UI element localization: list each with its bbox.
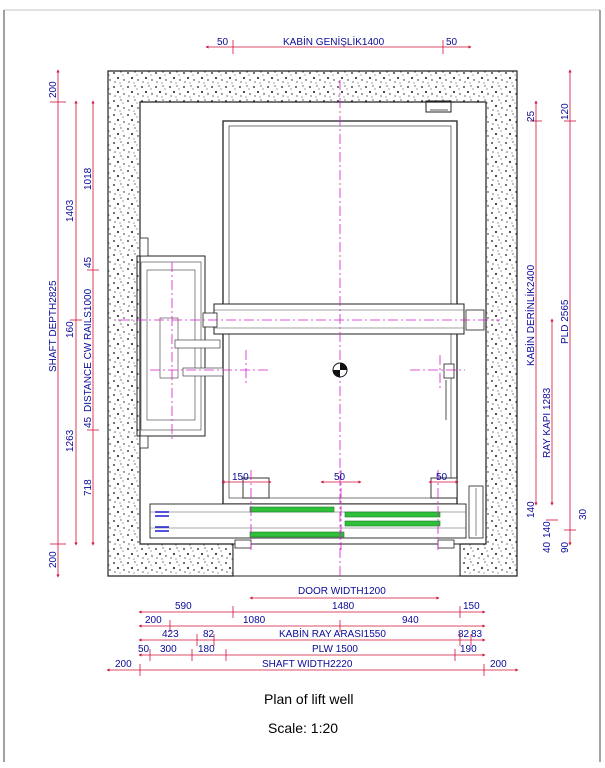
- drawing-scale: Scale: 1:20: [268, 720, 338, 736]
- dim-right-cabin-depth: KABİN DERİNLİK2400: [524, 264, 537, 366]
- dim-pld: PLD 2565: [560, 299, 571, 344]
- dim-cabin-width: KABİN GENİŞLİK1400: [283, 35, 385, 48]
- dim-right-120: 120: [560, 103, 571, 120]
- dim-left-200-bottom: 200: [48, 551, 59, 568]
- dim-row4-50: 50: [138, 644, 150, 655]
- dim-right-25: 25: [526, 110, 537, 122]
- dim-300: 300: [160, 644, 177, 655]
- dim-cw-rails: DISTANCE CW RAILS1000: [83, 288, 94, 412]
- page-frame: [3, 9, 601, 762]
- door-panels: [249, 506, 441, 538]
- dim-150: 150: [463, 601, 480, 612]
- dim-row2-200: 200: [145, 615, 162, 626]
- dim-inner-150: 150: [232, 472, 249, 483]
- dim-plw: PLW 1500: [312, 644, 358, 655]
- landing-recess: [232, 543, 461, 577]
- dim-left-45-bottom: 45: [83, 416, 94, 428]
- dim-1080: 1080: [243, 615, 266, 626]
- dim-row5-200a: 200: [115, 659, 132, 670]
- dim-shaft-width: SHAFT WIDTH2220: [262, 659, 353, 670]
- dim-ray-kapi: RAY KAPI 1283: [542, 387, 553, 458]
- dim-right-40: 40: [542, 541, 553, 553]
- dim-left-1018: 1018: [83, 167, 94, 190]
- dim-190: 190: [460, 644, 477, 655]
- dim-83: 83: [471, 629, 483, 640]
- dim-right-140a: 140: [526, 501, 537, 518]
- dim-1480: 1480: [332, 601, 355, 612]
- center-mark: [332, 362, 348, 378]
- dim-left-45-top: 45: [83, 256, 94, 268]
- dimension-labels: 50 KABİN GENİŞLİK1400 50 200 SHAFT DEPTH…: [48, 35, 589, 670]
- dim-top-left-gap: 50: [217, 37, 229, 48]
- dim-row5-200b: 200: [490, 659, 507, 670]
- dim-left-1263: 1263: [65, 429, 76, 452]
- dim-590: 590: [175, 601, 192, 612]
- dim-top-right-gap: 50: [446, 37, 458, 48]
- dim-right-140b: 140: [542, 521, 553, 538]
- guide-rail-beam: [202, 303, 485, 420]
- dim-180: 180: [198, 644, 215, 655]
- drawing-title: Plan of lift well: [264, 691, 353, 707]
- dim-right-90: 90: [560, 541, 571, 553]
- dim-cabin-rail: KABİN RAY ARASI1550: [279, 627, 386, 640]
- dimension-lines: [50, 40, 576, 676]
- dim-940: 940: [402, 615, 419, 626]
- counterweight-frame: [136, 237, 224, 449]
- dim-82b: 82: [458, 629, 470, 640]
- dim-423: 423: [162, 629, 179, 640]
- dim-left-718: 718: [83, 479, 94, 496]
- dim-left-200-top: 200: [48, 81, 59, 98]
- dim-left-1403: 1403: [65, 199, 76, 222]
- dim-left-160: 160: [65, 321, 76, 338]
- dim-shaft-depth: SHAFT DEPTH2825: [48, 280, 59, 372]
- dim-82: 82: [203, 629, 215, 640]
- dim-right-30: 30: [578, 508, 589, 520]
- dim-inner-50: 50: [334, 472, 346, 483]
- dim-inner-50b: 50: [436, 472, 448, 483]
- dim-door-width: DOOR WIDTH1200: [298, 586, 386, 597]
